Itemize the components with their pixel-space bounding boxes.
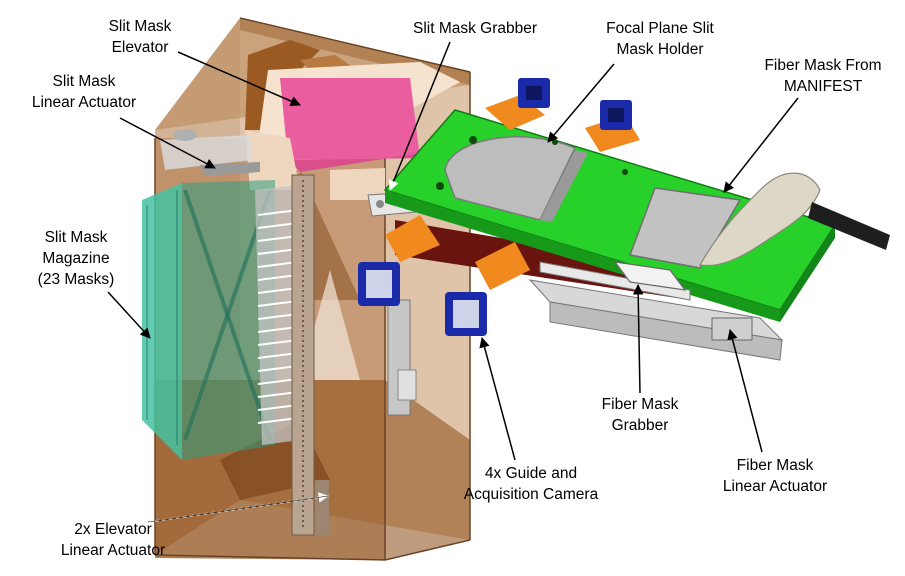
label-line: Slit Mask Grabber	[412, 20, 538, 37]
label-slit-mask-grabber: Slit Mask Grabber	[413, 18, 537, 39]
leader-fiber-mask-linear-actuator	[727, 328, 763, 453]
label-line: Slit Mask	[108, 18, 172, 35]
label-slit-mask-linear-actuator: Slit Mask Linear Actuator	[32, 71, 136, 113]
label-line: Fiber Mask	[601, 396, 679, 413]
label-elevator-linear-actuator: 2x Elevator Linear Actuator	[61, 519, 165, 561]
label-line: Grabber	[611, 417, 669, 434]
camera-1	[485, 78, 550, 130]
label-fiber-mask-from-manifest: Fiber Mask From MANIFEST	[764, 55, 881, 97]
label-line: 2x Elevator	[74, 521, 152, 538]
magazine-slots	[255, 185, 300, 445]
label-line: Fiber Mask From	[764, 57, 882, 74]
label-line: 4x Guide and	[484, 465, 578, 482]
label-fiber-mask-grabber: Fiber Mask Grabber	[602, 394, 679, 436]
fiber-mask-part	[699, 172, 890, 267]
leader-guide-camera	[479, 336, 516, 461]
label-line: Slit Mask	[52, 73, 116, 90]
leader-focal-plane	[547, 63, 615, 143]
slit-mask-linear-actuator-part	[160, 129, 260, 176]
label-line: Magazine	[42, 250, 110, 267]
leader-fiber-mask-manifest	[723, 97, 799, 193]
leader-slit-mask-grabber	[388, 41, 451, 191]
leader-slit-mask-magazine	[107, 291, 151, 339]
label-line: Linear Actuator	[60, 542, 166, 559]
elevator-top	[245, 40, 460, 200]
label-focal-plane-slit-mask-holder: Focal Plane Slit Mask Holder	[606, 18, 714, 60]
label-slit-mask-elevator: Slit Mask Elevator	[109, 16, 172, 58]
leader-slit-mask-elevator	[177, 51, 301, 107]
camera-2	[585, 100, 640, 152]
label-line: MANIFEST	[783, 78, 863, 95]
camera-3	[358, 215, 440, 306]
fiber-mask-actuator-part	[528, 261, 784, 361]
leader-lines	[107, 41, 799, 523]
leader-slit-mask-linear-actuator	[119, 117, 216, 169]
elevator-linear-actuator-part	[291, 174, 417, 536]
label-line: Linear Actuator	[722, 478, 828, 495]
label-line: Elevator	[111, 39, 169, 56]
label-slit-mask-magazine: Slit Mask Magazine (23 Masks)	[38, 227, 115, 290]
label-line: Focal Plane Slit	[606, 20, 714, 37]
slit-mask-magazine-part	[142, 180, 275, 460]
label-line: Linear Actuator	[31, 94, 137, 111]
fiber-mask-grabber-part	[613, 261, 687, 291]
label-line: (23 Masks)	[37, 271, 115, 288]
camera-group	[358, 78, 640, 336]
label-line: Acquisition Camera	[463, 486, 599, 503]
camera-4	[445, 242, 530, 336]
label-line: Fiber Mask	[736, 457, 814, 474]
label-line: Slit Mask	[44, 229, 108, 246]
label-fiber-mask-linear-actuator: Fiber Mask Linear Actuator	[723, 455, 827, 497]
leader-fiber-mask-grabber	[632, 283, 644, 394]
pink-slit-mask	[280, 78, 420, 160]
label-guide-acquisition-camera: 4x Guide and Acquisition Camera	[464, 463, 598, 505]
label-line: Mask Holder	[616, 41, 704, 58]
